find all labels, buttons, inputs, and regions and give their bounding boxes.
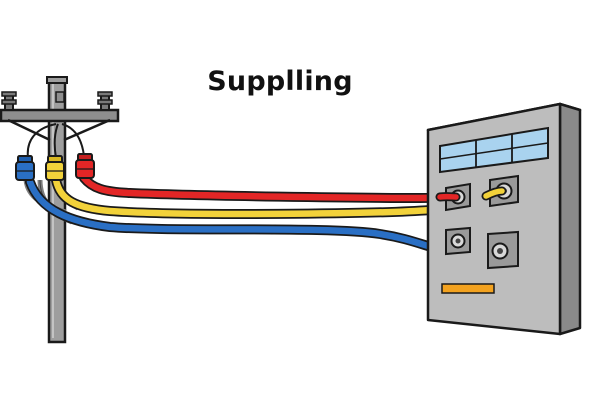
supply-wires — [25, 173, 501, 259]
pole-crossarm — [0, 108, 120, 123]
red-connector — [75, 153, 95, 179]
pole-connectors — [15, 153, 95, 181]
blue-connector — [15, 155, 35, 181]
cabinet-side — [558, 102, 582, 336]
insulator-right — [97, 91, 113, 111]
socket-bottom-right — [487, 230, 519, 270]
cabinet-indicator — [441, 283, 495, 294]
diagram-title: Supplling — [207, 66, 353, 97]
cabinet-display — [439, 126, 549, 174]
socket-bottom-left — [445, 226, 471, 256]
insulator-left — [1, 91, 17, 111]
yellow-connector — [45, 155, 65, 181]
electrical-panel-icon — [426, 102, 582, 336]
